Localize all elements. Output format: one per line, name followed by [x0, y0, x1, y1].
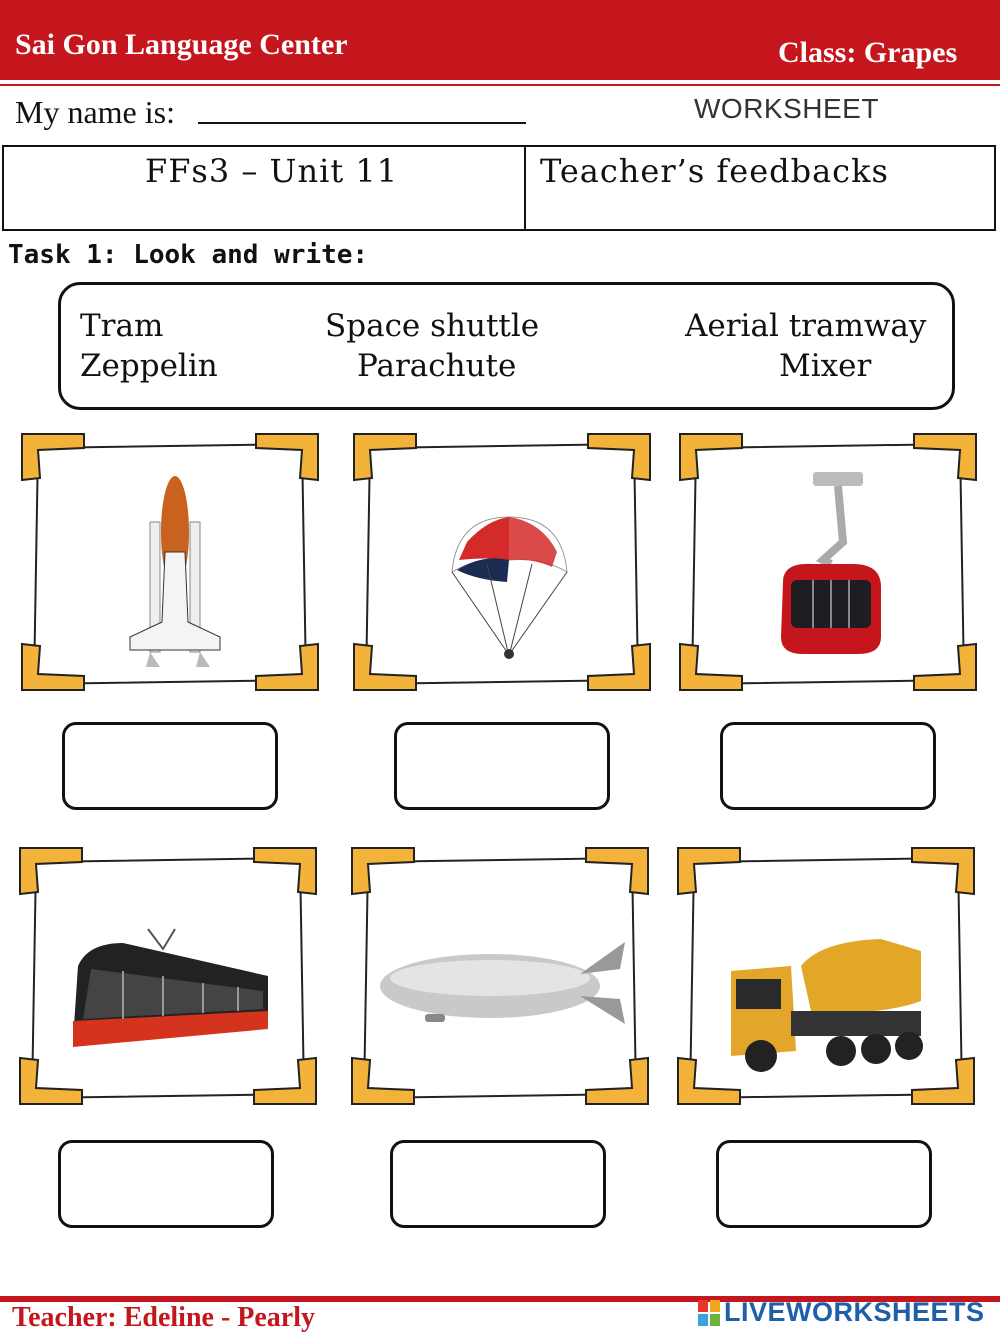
word-bank-item: Zeppelin: [80, 348, 218, 384]
header-divider: [0, 84, 1000, 86]
center-name: Sai Gon Language Center: [15, 28, 348, 61]
frame-border: [679, 433, 977, 691]
word-bank-item: Tram: [80, 308, 164, 344]
mixer-truck-icon: [731, 939, 923, 1072]
liveworksheets-logo-icon: [698, 1300, 720, 1326]
picture-frame: [20, 432, 320, 692]
frame-border: [351, 847, 649, 1105]
answer-box-5[interactable]: [390, 1140, 606, 1228]
parachute-icon: [451, 516, 568, 659]
answer-box-4[interactable]: [58, 1140, 274, 1228]
frame-border: [21, 433, 319, 691]
teacher-label: Teacher: Edeline - Pearly: [12, 1302, 316, 1333]
unit-label: FFs3 – Unit 11: [145, 152, 399, 190]
word-bank-item: Space shuttle: [325, 308, 540, 344]
footer-bar: [0, 1296, 1000, 1302]
feedback-label: Teacher’s feedbacks: [540, 152, 889, 190]
answer-box-2[interactable]: [394, 722, 610, 810]
picture-frame: [350, 846, 650, 1106]
word-bank-item: Aerial tramway: [685, 308, 927, 344]
header-bar: [0, 0, 1000, 80]
picture-frame: [676, 846, 976, 1106]
frame-border: [677, 847, 975, 1105]
space-shuttle-icon: [129, 476, 221, 667]
task-title: Task 1: Look and write:: [8, 240, 369, 270]
worksheet-label: WORKSHEET: [694, 93, 879, 124]
answer-box-3[interactable]: [720, 722, 936, 810]
class-label: Class: Grapes: [778, 36, 958, 69]
picture-frame: [678, 432, 978, 692]
word-bank-item: Parachute: [357, 348, 517, 384]
cable-car-icon: [781, 472, 881, 654]
frame-border: [353, 433, 651, 691]
name-label: My name is:: [15, 94, 175, 130]
word-bank-item: Mixer: [779, 348, 872, 384]
info-table: [2, 145, 996, 231]
word-bank: [58, 282, 955, 410]
info-table-divider: [524, 145, 526, 231]
tram-icon: [73, 928, 268, 1047]
liveworksheets-brand: LIVEWORKSHEETS: [724, 1297, 985, 1327]
name-input-line[interactable]: [198, 122, 526, 124]
frame-border: [19, 847, 317, 1105]
zeppelin-icon: [380, 942, 625, 1024]
answer-box-6[interactable]: [716, 1140, 932, 1228]
picture-frame: [352, 432, 652, 692]
picture-frame: [18, 846, 318, 1106]
answer-box-1[interactable]: [62, 722, 278, 810]
